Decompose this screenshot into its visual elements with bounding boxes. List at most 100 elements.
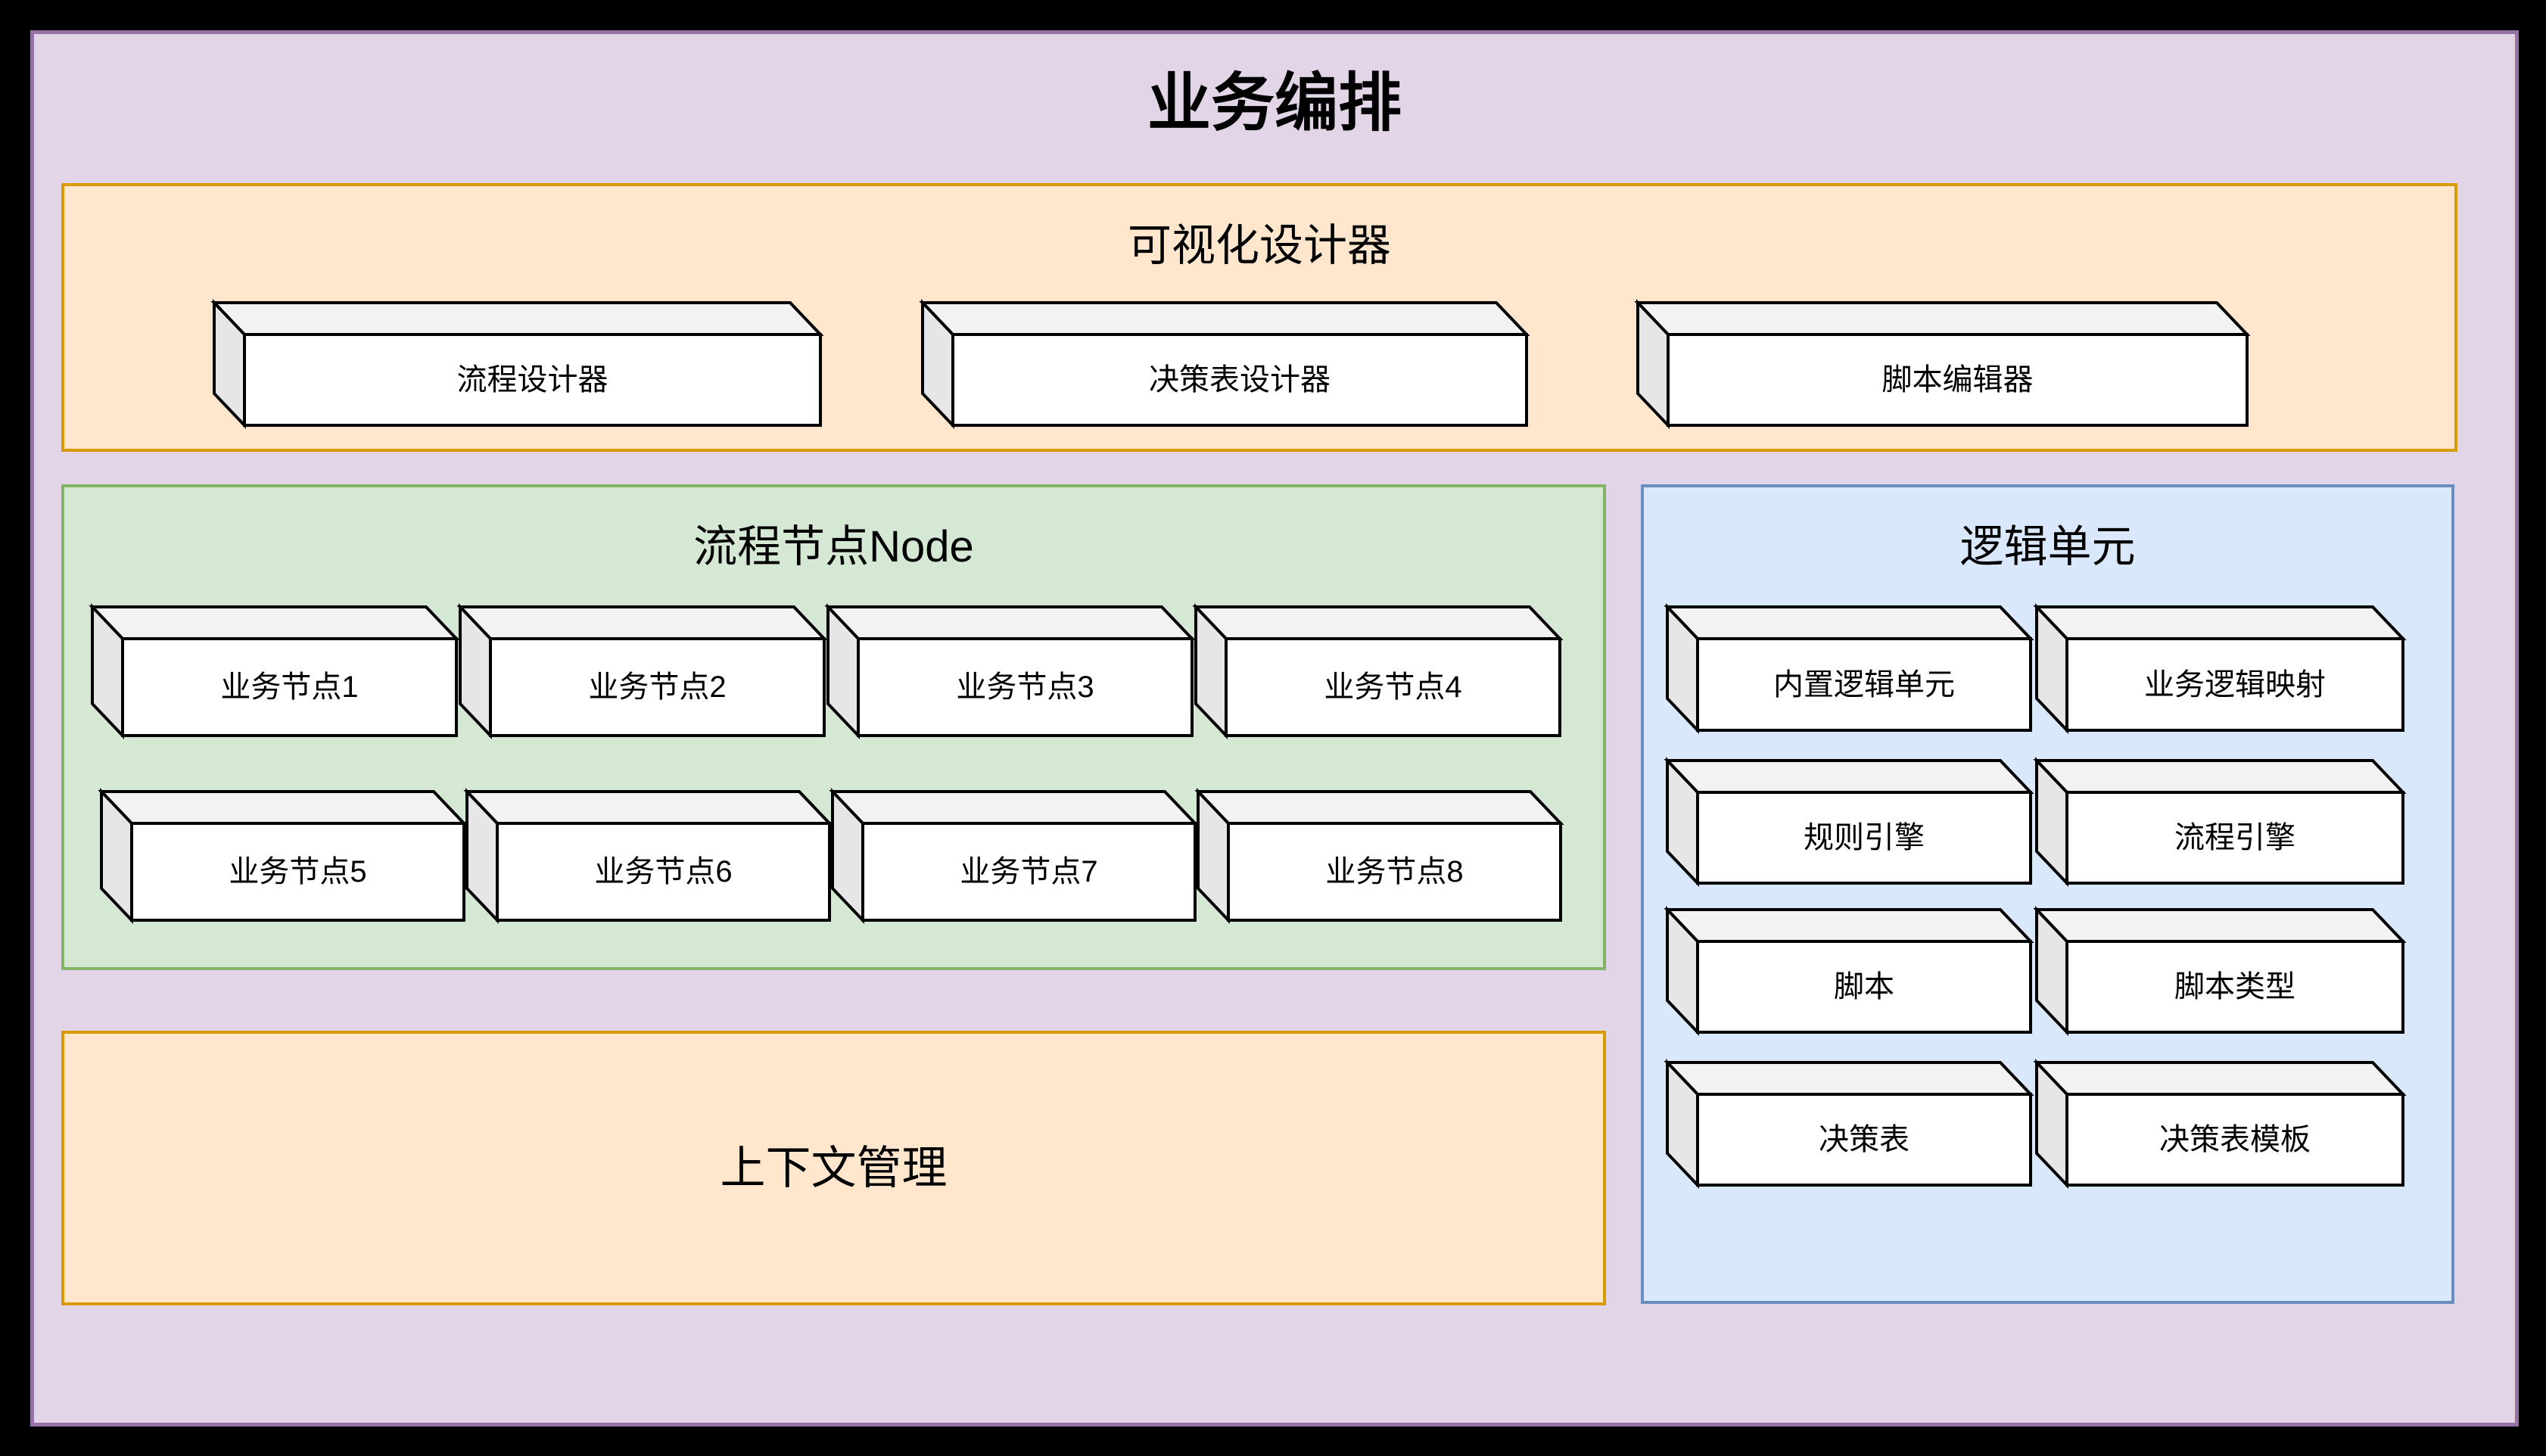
cube-top-face xyxy=(1194,790,1564,825)
cube-top-face xyxy=(1664,908,2034,943)
cube-3d-graphic xyxy=(463,788,833,924)
section-context-management: 上下文管理 xyxy=(61,1031,1606,1305)
cube-top-face xyxy=(98,790,468,825)
cube-top-face xyxy=(919,301,1530,336)
cube-flow-designer: 流程设计器 xyxy=(210,299,824,429)
cube-3d-graphic xyxy=(829,788,1199,924)
cube-label-business-node-5: 业务节点5 xyxy=(229,855,367,888)
cube-front-face xyxy=(489,637,826,737)
cube-label-decision-table-template: 决策表模板 xyxy=(2159,1123,2311,1156)
cube-script-type: 脚本类型 xyxy=(2033,906,2407,1036)
cube-3d-graphic xyxy=(1664,1059,2034,1189)
cube-top-face xyxy=(1664,1061,2034,1096)
cube-3d-graphic xyxy=(89,603,460,739)
cube-front-face xyxy=(130,822,465,922)
cube-top-face xyxy=(1664,759,2034,794)
cube-business-node-4: 业务节点4 xyxy=(1192,603,1564,739)
cube-3d-graphic xyxy=(98,788,468,924)
cube-label-business-node-1: 业务节点1 xyxy=(220,670,359,704)
cube-3d-graphic xyxy=(1664,906,2034,1036)
cube-3d-graphic xyxy=(1192,603,1564,739)
cube-top-face xyxy=(2033,1061,2407,1096)
section-title-flow-nodes: 流程节点Node xyxy=(693,522,974,571)
cube-business-node-8: 业务节点8 xyxy=(1194,788,1564,924)
cube-business-node-1: 业务节点1 xyxy=(89,603,460,739)
cube-label-business-node-2: 业务节点2 xyxy=(588,670,727,704)
cube-business-node-7: 业务节点7 xyxy=(829,788,1199,924)
cube-3d-graphic xyxy=(1664,603,2034,734)
cube-3d-graphic xyxy=(2033,906,2407,1036)
cube-rule-engine: 规则引擎 xyxy=(1664,757,2034,887)
cube-script-editor: 脚本编辑器 xyxy=(1634,299,2251,429)
cube-front-face xyxy=(1227,822,1562,922)
cube-3d-graphic xyxy=(1634,299,2251,429)
cube-label-flow-engine: 流程引擎 xyxy=(2174,821,2295,854)
cube-front-face xyxy=(1696,940,2032,1034)
section-title-visual-designer: 可视化设计器 xyxy=(1127,221,1391,270)
cube-business-node-5: 业务节点5 xyxy=(98,788,468,924)
cube-top-face xyxy=(2033,605,2407,640)
cube-top-face xyxy=(1634,301,2251,336)
cube-label-script-type: 脚本类型 xyxy=(2174,970,2295,1003)
cube-3d-graphic xyxy=(2033,757,2407,887)
cube-decision-table-template: 决策表模板 xyxy=(2033,1059,2407,1189)
cube-front-face xyxy=(857,637,1194,737)
cube-business-node-2: 业务节点2 xyxy=(456,603,828,739)
cube-front-face xyxy=(1667,333,2249,427)
cube-decision-table: 决策表 xyxy=(1664,1059,2034,1189)
cube-front-face xyxy=(2065,791,2404,885)
cube-top-face xyxy=(2033,908,2407,943)
cube-business-node-3: 业务节点3 xyxy=(824,603,1196,739)
cube-top-face xyxy=(456,605,828,640)
cube-front-face xyxy=(243,333,822,427)
cube-front-face xyxy=(2065,940,2404,1034)
section-title-logic-units: 逻辑单元 xyxy=(1959,522,2136,571)
cube-front-face xyxy=(1696,791,2032,885)
cube-front-face xyxy=(2065,637,2404,732)
cube-top-face xyxy=(463,790,833,825)
cube-top-face xyxy=(1192,605,1564,640)
cube-top-face xyxy=(89,605,460,640)
cube-top-face xyxy=(210,301,824,336)
cube-top-face xyxy=(1664,605,2034,640)
diagram-title: 业务编排 xyxy=(1147,67,1402,138)
cube-front-face xyxy=(1696,1093,2032,1187)
cube-3d-graphic xyxy=(2033,603,2407,734)
cube-label-decision-table-designer: 决策表设计器 xyxy=(1149,363,1331,397)
cube-3d-graphic xyxy=(824,603,1196,739)
cube-3d-graphic xyxy=(1664,757,2034,887)
cube-label-business-node-7: 业务节点7 xyxy=(960,855,1098,888)
cube-business-logic-mapping: 业务逻辑映射 xyxy=(2033,603,2407,734)
cube-flow-engine: 流程引擎 xyxy=(2033,757,2407,887)
cube-decision-table-designer: 决策表设计器 xyxy=(919,299,1530,429)
cube-front-face xyxy=(121,637,458,737)
cube-label-script: 脚本 xyxy=(1834,970,1894,1003)
cube-front-face xyxy=(951,333,1528,427)
cube-top-face xyxy=(829,790,1199,825)
cube-3d-graphic xyxy=(210,299,824,429)
cube-label-business-node-6: 业务节点6 xyxy=(594,855,733,888)
cube-front-face xyxy=(1696,637,2032,732)
cube-label-business-logic-mapping: 业务逻辑映射 xyxy=(2144,667,2326,702)
cube-label-script-editor: 脚本编辑器 xyxy=(1881,363,2034,397)
cube-front-face xyxy=(861,822,1197,922)
cube-front-face xyxy=(496,822,831,922)
cube-front-face xyxy=(2065,1093,2404,1187)
section-title-context-management: 上下文管理 xyxy=(720,1142,948,1193)
cube-label-builtin-logic-unit: 内置逻辑单元 xyxy=(1773,667,1955,702)
cube-top-face xyxy=(2033,759,2407,794)
cube-builtin-logic-unit: 内置逻辑单元 xyxy=(1664,603,2034,734)
cube-3d-graphic xyxy=(456,603,828,739)
cube-label-flow-designer: 流程设计器 xyxy=(456,363,608,397)
cube-3d-graphic xyxy=(2033,1059,2407,1189)
cube-front-face xyxy=(1225,637,1561,737)
cube-label-decision-table: 决策表 xyxy=(1819,1123,1910,1156)
cube-label-business-node-4: 业务节点4 xyxy=(1324,670,1462,704)
cube-3d-graphic xyxy=(1194,788,1564,924)
cube-label-rule-engine: 规则引擎 xyxy=(1804,821,1925,854)
cube-top-face xyxy=(824,605,1196,640)
cube-business-node-6: 业务节点6 xyxy=(463,788,833,924)
cube-3d-graphic xyxy=(919,299,1530,429)
cube-label-business-node-8: 业务节点8 xyxy=(1325,855,1464,888)
